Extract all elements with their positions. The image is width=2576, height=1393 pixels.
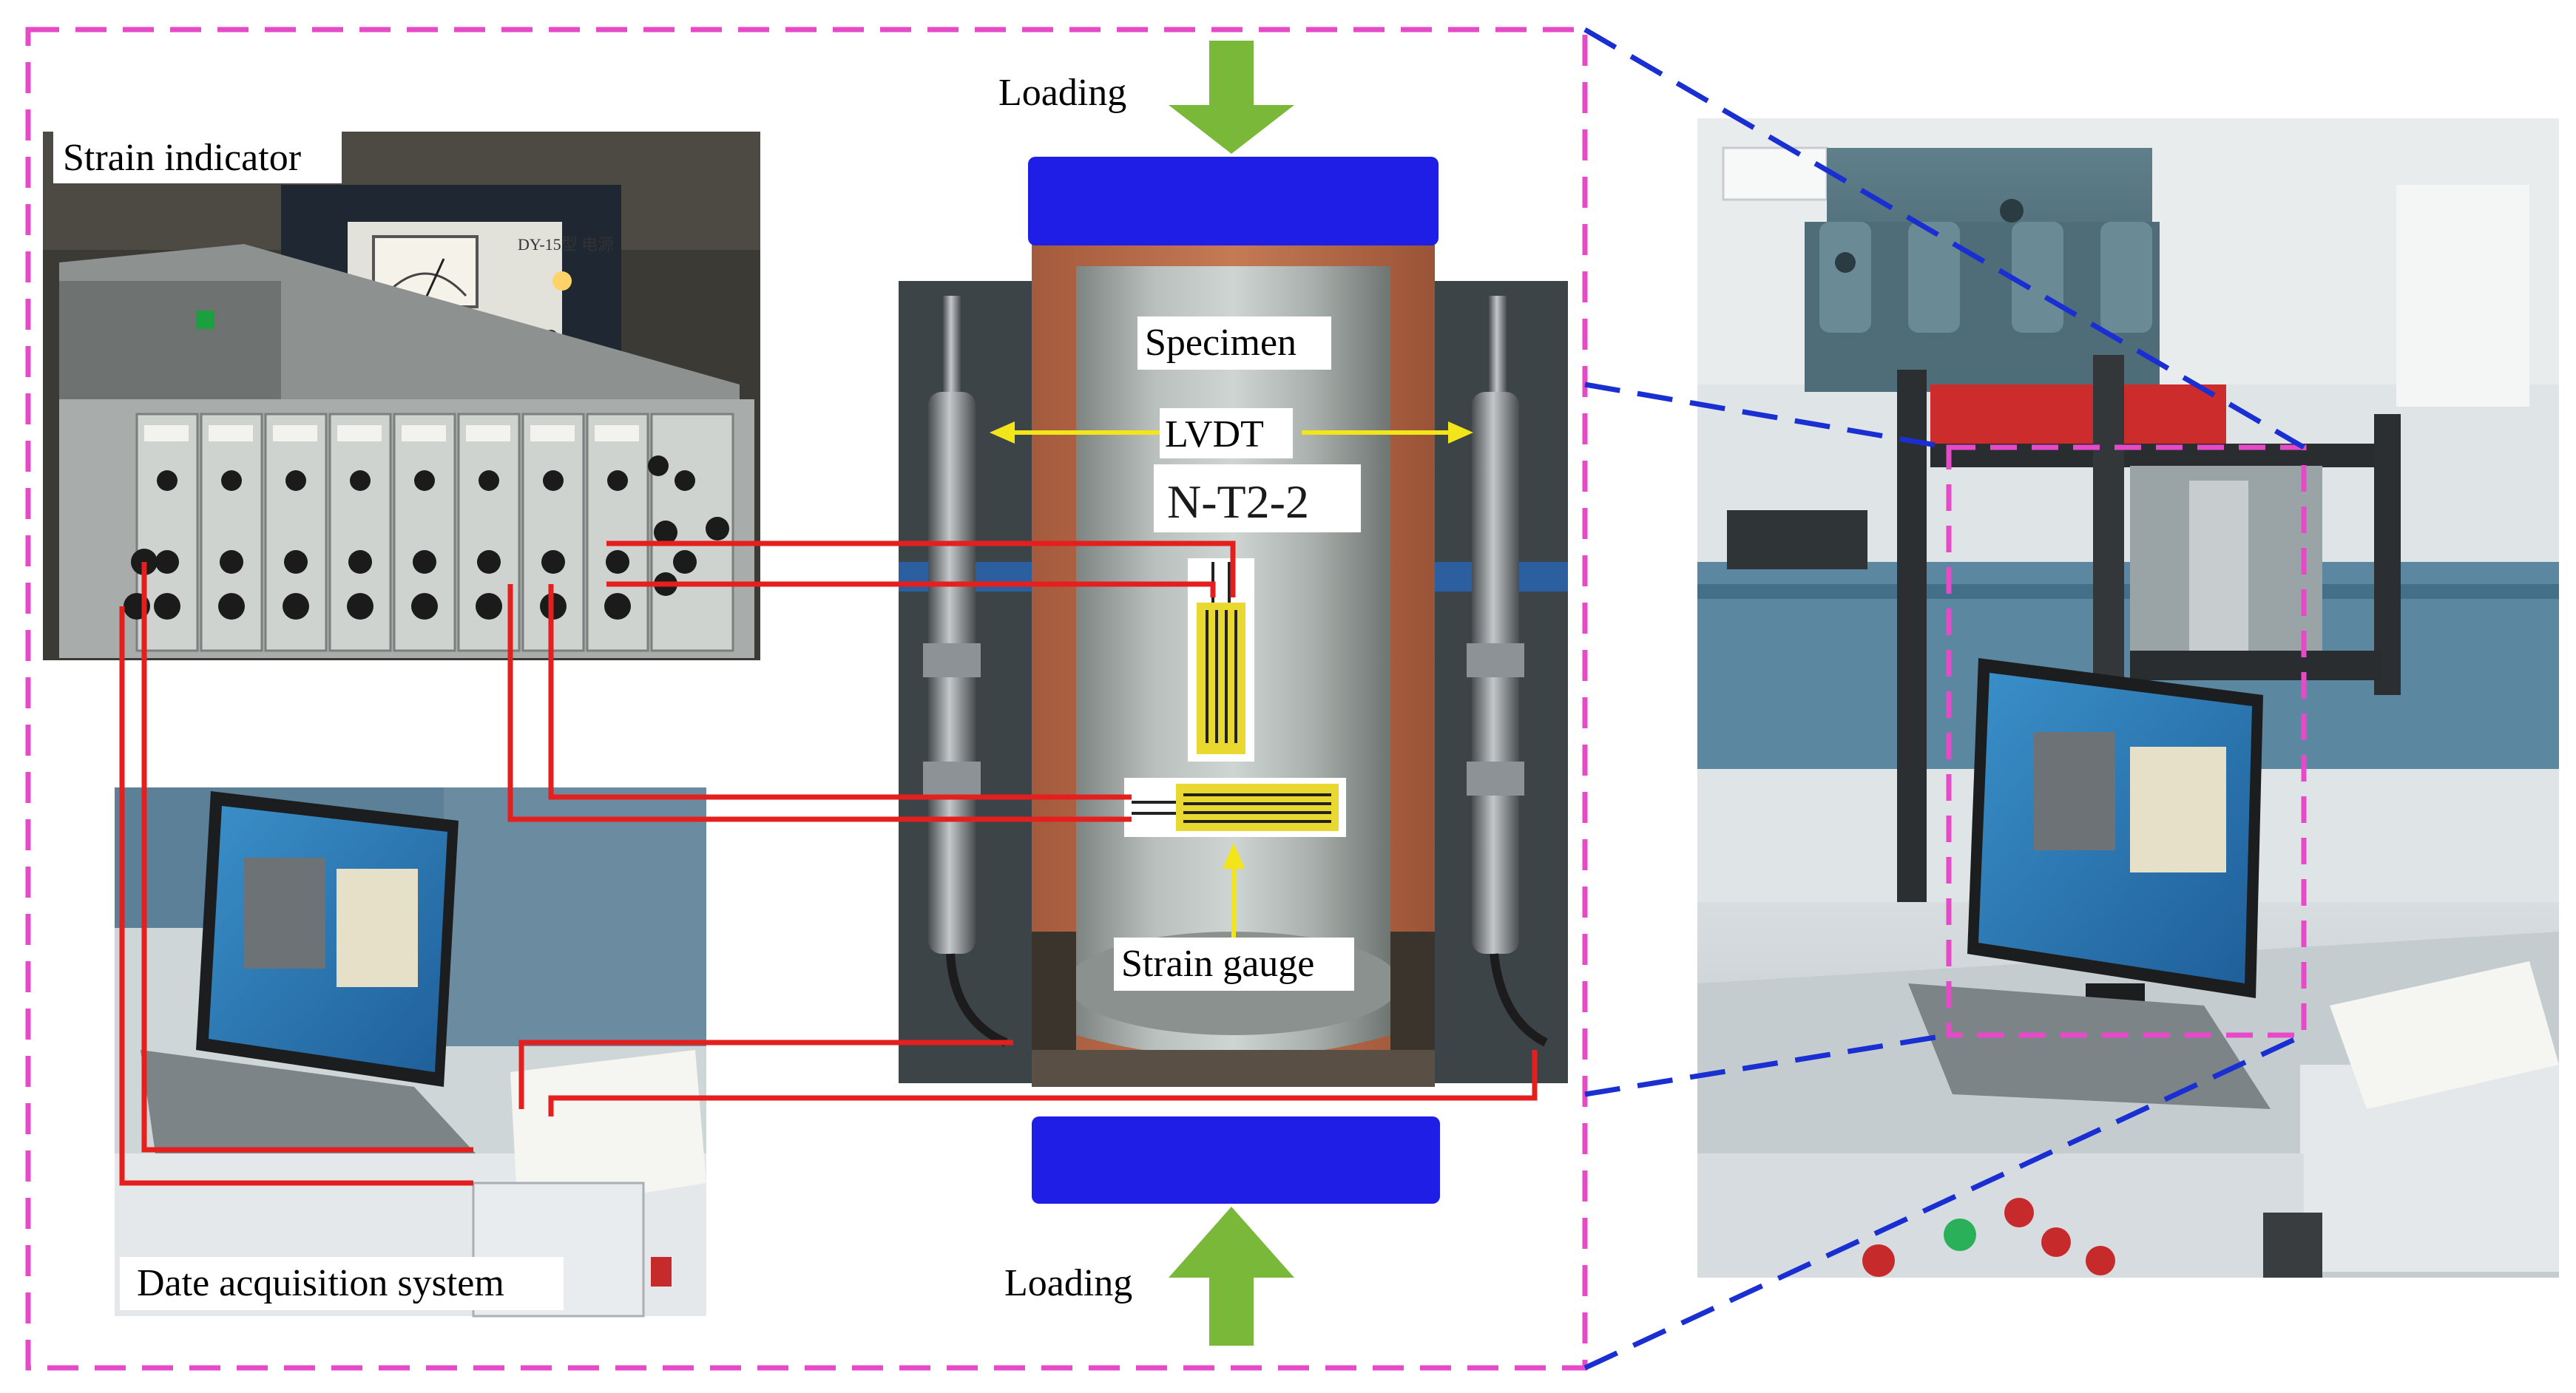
loading-arrow-up: [1169, 1207, 1294, 1346]
specimen-label: Specimen: [1145, 322, 1297, 364]
zoom-line-2: [1584, 382, 1950, 450]
specimen-tag-box: [1154, 464, 1361, 532]
strain-gauge-horizontal: [1124, 778, 1346, 837]
control-panel: [2300, 1065, 2559, 1272]
indicator-channels: [135, 413, 734, 652]
zoom-line-4: [1583, 1032, 2305, 1371]
strain-indicator-label-box: [53, 132, 342, 183]
lower-platen: [2130, 651, 2381, 680]
setup-frame-dashed: [25, 27, 1588, 1371]
loading-arrow-down: [1169, 41, 1294, 154]
wire-lvdt-right: [548, 1050, 1538, 1116]
zoom-line-1: [1583, 27, 2305, 450]
wire-gauge-h-1: [548, 584, 1132, 800]
daq-monitor: [196, 791, 459, 1087]
wire-daq-2: [119, 606, 473, 1186]
machine-monitor: [1967, 658, 2263, 1013]
wire-lvdt-left: [518, 1040, 1013, 1109]
press-ram: [1930, 384, 2226, 451]
specimen-label-box: [1137, 316, 1331, 370]
window-area: [2396, 185, 2529, 407]
loading-label-bottom: Loading: [1004, 1262, 1132, 1304]
strain-indicator-photo: DY-15型 电源: [43, 132, 760, 660]
power-lamp: [552, 271, 572, 291]
top-platen: [1028, 157, 1439, 245]
wire-gauge-h-2: [507, 584, 1132, 822]
press-column-left: [1897, 370, 1927, 932]
strain-gauge-pointer: [1223, 843, 1245, 939]
meter-brand-label: DY-15型 电源: [518, 235, 614, 254]
machine-photo: [1697, 118, 2559, 1278]
loading-label-top: Loading: [998, 72, 1126, 114]
lvdt-label: LVDT: [1165, 413, 1264, 455]
wire-gauge-v-1: [606, 540, 1236, 597]
strain-indicator-label: Strain indicator: [63, 137, 301, 179]
daq-label-box: [120, 1257, 564, 1310]
strain-gauge-label: Strain gauge: [1121, 943, 1314, 985]
zoom-line-3: [1584, 1032, 1950, 1097]
signal-wires: [119, 540, 1538, 1186]
ceiling-light: [1722, 146, 1828, 201]
wire-daq-1: [141, 562, 473, 1153]
lvdt-right: [1467, 296, 1548, 1047]
strain-gauge-vertical: [1188, 558, 1254, 762]
daq-photo: [115, 787, 706, 1318]
press-column-right: [2374, 414, 2401, 695]
wire-gauge-v-2: [606, 581, 1216, 597]
lvdt-indicator: [990, 421, 1473, 444]
strain-gauge-label-box: [1114, 938, 1354, 991]
daq-unit: [510, 1050, 706, 1213]
lvdt-label-box: [1160, 408, 1293, 458]
lvdt-left: [923, 296, 1008, 1047]
specimen-tag: N-T2-2: [1167, 475, 1309, 528]
bottom-platen: [1032, 1116, 1440, 1204]
daq-label: Date acquisition system: [137, 1262, 504, 1304]
keyboard: [1908, 983, 2271, 1109]
zoom-lines: [1583, 27, 2305, 1371]
zoom-region-dashed: [1946, 444, 2307, 1038]
